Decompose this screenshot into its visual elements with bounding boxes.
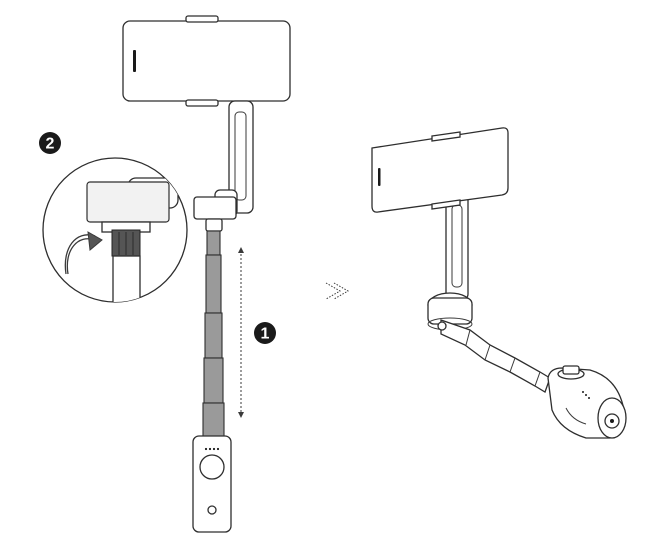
handle [192, 435, 232, 533]
step-1-circle [254, 322, 276, 344]
extension-pole [202, 230, 225, 438]
folded-pole [437, 319, 551, 393]
zoom-detail [42, 157, 188, 303]
folded-gimbal-arm [427, 189, 473, 331]
step-2-circle [39, 132, 61, 154]
folded-handle [547, 365, 627, 439]
folded-gimbal [371, 127, 627, 439]
phone [122, 15, 291, 107]
step-1-number: 1 [261, 326, 270, 343]
step-2-badge: 2 [39, 132, 61, 154]
extended-gimbal [122, 15, 291, 533]
curved-rotate-arrow-icon [64, 231, 103, 275]
gimbal-arm [193, 100, 254, 232]
folded-phone [371, 127, 509, 213]
double-chevron-right-icon [325, 282, 350, 300]
step-1-badge: 1 [254, 322, 276, 344]
step-2-number: 2 [46, 136, 55, 153]
